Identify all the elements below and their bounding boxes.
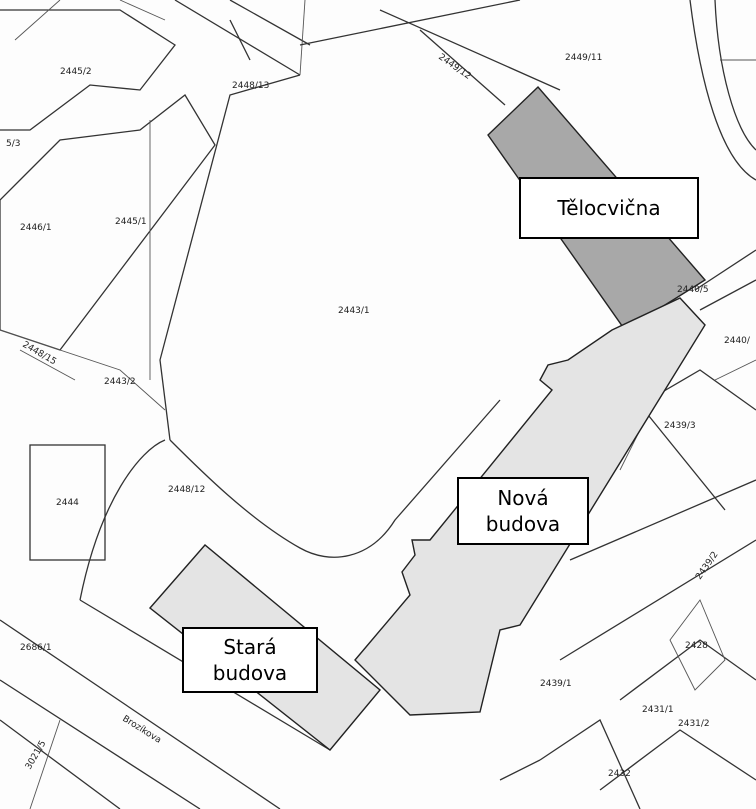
parcel-label: 2428 (685, 641, 708, 651)
new-building-callout: Nová budova (457, 477, 589, 545)
new-building-label-line1: Nová (497, 486, 549, 510)
parcel-label: 2449/12 (436, 52, 472, 82)
parcel-label: 2445/2 (60, 67, 92, 77)
parcel-label: 3021/5 (24, 739, 48, 771)
old-building-label-line1: Stará (223, 635, 277, 659)
parcel-label: 2431/2 (678, 719, 710, 729)
parcel-label: 2443/1 (338, 306, 370, 316)
parcel-label: 2431/1 (642, 705, 674, 715)
parcel-label: 2445/1 (115, 217, 147, 227)
gym-callout: Tělocvična (519, 177, 699, 239)
old-building-callout: Stará budova (182, 627, 318, 693)
new-building-label-line2: budova (485, 512, 561, 536)
parcel-label: 2439/1 (540, 679, 572, 689)
gym-label: Tělocvična (557, 196, 661, 220)
parcel-label: 2449/11 (565, 53, 602, 63)
parcel-label: 2444 (56, 498, 79, 508)
street-label: Brozíkova (120, 714, 162, 746)
parcel-label: 2439/2 (694, 550, 720, 582)
parcel-label: 2448/13 (232, 81, 269, 91)
parcel-label: 2443/2 (104, 377, 136, 387)
parcel-label: 2432 (608, 769, 631, 779)
parcel-label: 2440/ (724, 336, 751, 346)
parcel-label: 2439/3 (664, 421, 696, 431)
parcel-label: 2446/1 (20, 223, 52, 233)
parcel-label: 5/3 (6, 139, 20, 149)
old-building-label-line2: budova (212, 661, 288, 685)
parcel-label: 2448/12 (168, 485, 205, 495)
parcel-label: 2440/5 (677, 285, 709, 295)
parcel-label: 2686/1 (20, 643, 52, 653)
